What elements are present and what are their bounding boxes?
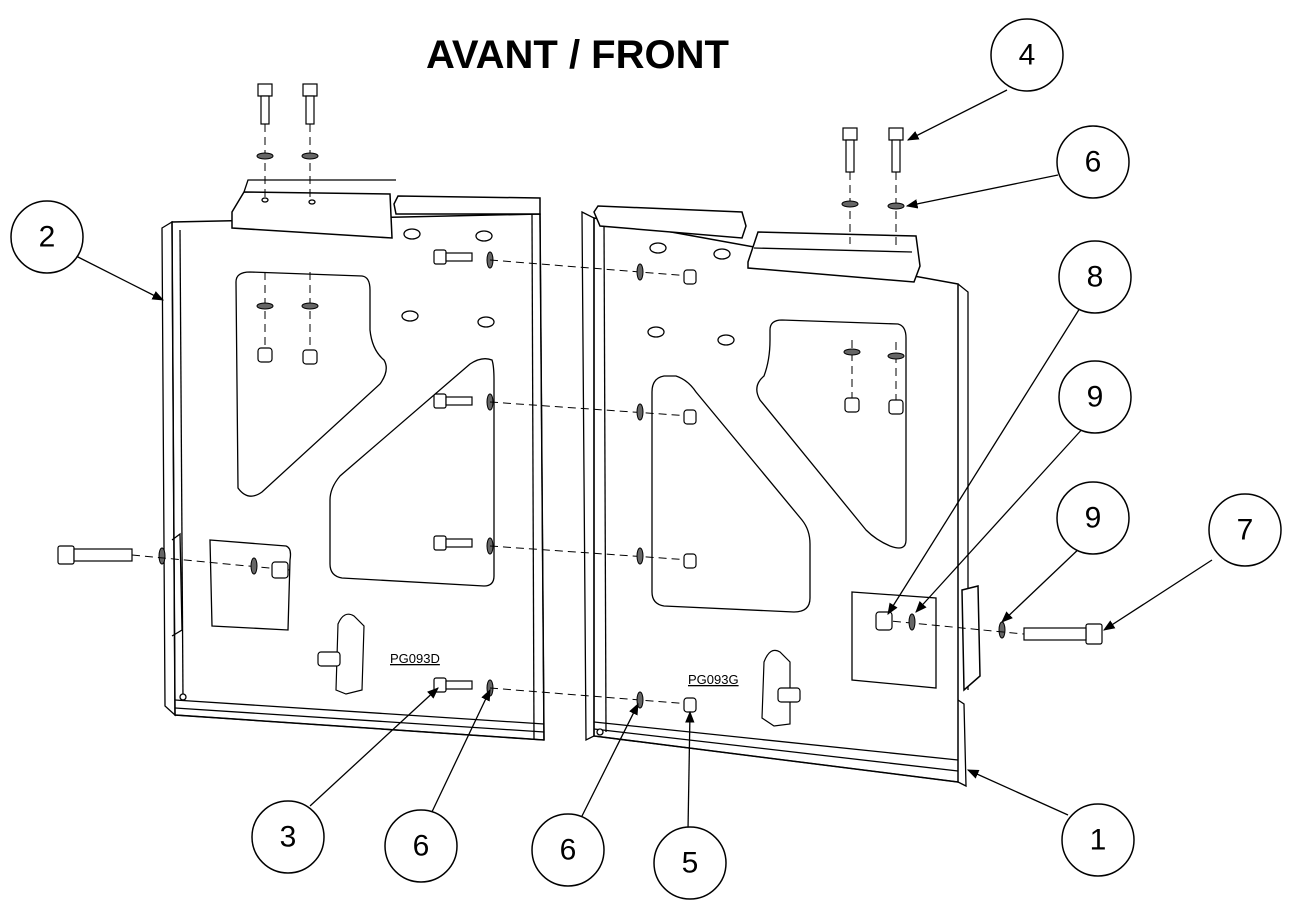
- right-plate: [581, 205, 981, 788]
- balloon-1-label: 1: [1090, 824, 1107, 857]
- balloon-3-label: 3: [280, 821, 297, 854]
- balloon-9-lower-label: 9: [1085, 502, 1102, 535]
- left-side-bolt: [57, 545, 291, 579]
- balloon-5-label: 5: [682, 847, 699, 880]
- balloon-9-upper: 9: [1058, 360, 1132, 434]
- balloon-5: 5: [653, 826, 727, 900]
- balloon-4-label: 4: [1019, 39, 1036, 72]
- balloon-6-right-label: 6: [560, 834, 577, 867]
- balloon-8-label: 8: [1087, 261, 1104, 294]
- balloon-7-label: 7: [1237, 514, 1254, 547]
- right-side-bolt: [875, 611, 1103, 645]
- connecting-bolts: [433, 249, 697, 713]
- balloon-3: 3: [251, 800, 325, 874]
- balloon-9-upper-label: 9: [1087, 381, 1104, 414]
- balloon-6-top-label: 6: [1085, 146, 1102, 179]
- top-right-bolts: [841, 127, 905, 415]
- leader-lines: [75, 89, 1213, 831]
- balloon-6-right: 6: [531, 813, 605, 887]
- balloon-2: 2: [10, 200, 84, 274]
- balloon-6-left-label: 6: [413, 830, 430, 863]
- balloon-6-left: 6: [384, 809, 458, 883]
- top-left-bolts: [256, 83, 319, 365]
- balloon-7: 7: [1208, 493, 1282, 567]
- balloon-6-top: 6: [1056, 125, 1130, 199]
- diagram-title: AVANT / FRONT: [426, 33, 729, 77]
- left-plate-engraving: PG093D: [390, 651, 440, 666]
- balloon-8: 8: [1058, 240, 1132, 314]
- balloon-4: 4: [990, 18, 1064, 92]
- left-plate: [161, 179, 545, 741]
- balloon-1: 1: [1061, 803, 1135, 877]
- right-plate-engraving: PG093G: [688, 672, 739, 687]
- balloon-9-lower: 9: [1056, 481, 1130, 555]
- balloon-2-label: 2: [39, 221, 56, 254]
